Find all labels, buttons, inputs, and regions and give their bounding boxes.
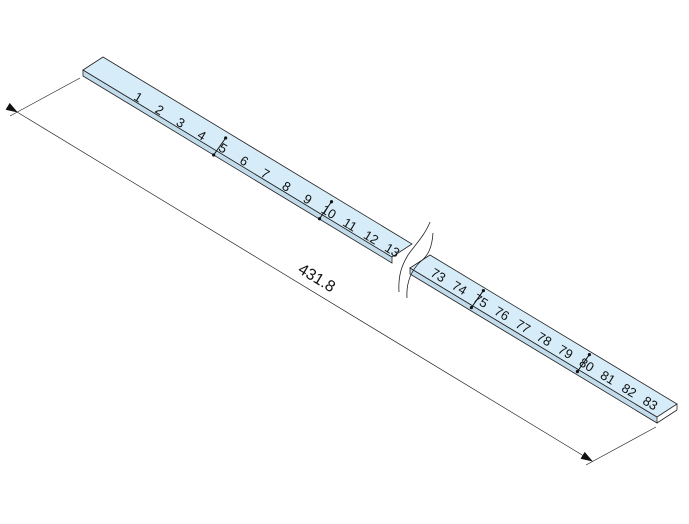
tick-dot bbox=[224, 136, 228, 140]
tick-dot bbox=[212, 153, 216, 157]
tick-mark bbox=[319, 201, 332, 220]
strip-number: 74 bbox=[449, 278, 469, 298]
tick-mark bbox=[576, 354, 590, 372]
extension-line-left bbox=[9, 77, 81, 117]
strip-number: 79 bbox=[555, 342, 575, 362]
tick-dot bbox=[481, 289, 485, 293]
strip-number: 77 bbox=[513, 316, 533, 336]
strip-number: 10 bbox=[319, 202, 339, 222]
strip-left-side bbox=[82, 69, 393, 264]
strip-number: 83 bbox=[640, 393, 660, 413]
tick-dot bbox=[469, 306, 473, 310]
strip-number: 11 bbox=[340, 215, 359, 235]
tick-mark bbox=[470, 290, 484, 308]
tick-dot bbox=[587, 353, 592, 357]
extension-line-right bbox=[585, 426, 657, 466]
strip-number: 76 bbox=[492, 303, 512, 323]
strip-number: 12 bbox=[361, 227, 381, 247]
strip-number: 73 bbox=[428, 265, 448, 285]
strip-number: 81 bbox=[598, 367, 618, 387]
dimension-label: 431.8 bbox=[295, 261, 338, 296]
strip-number: 75 bbox=[471, 291, 491, 311]
strip-number: 78 bbox=[534, 329, 554, 349]
tick-dot bbox=[575, 370, 580, 374]
tick-dot bbox=[329, 200, 334, 204]
strip-number: 13 bbox=[382, 240, 402, 260]
tick-mark bbox=[213, 137, 227, 156]
tick-dot bbox=[317, 217, 322, 221]
strip-number: 82 bbox=[619, 380, 639, 400]
strip-right-side bbox=[409, 267, 658, 424]
strip-number: 80 bbox=[577, 355, 597, 375]
dimension-line bbox=[5, 102, 593, 462]
